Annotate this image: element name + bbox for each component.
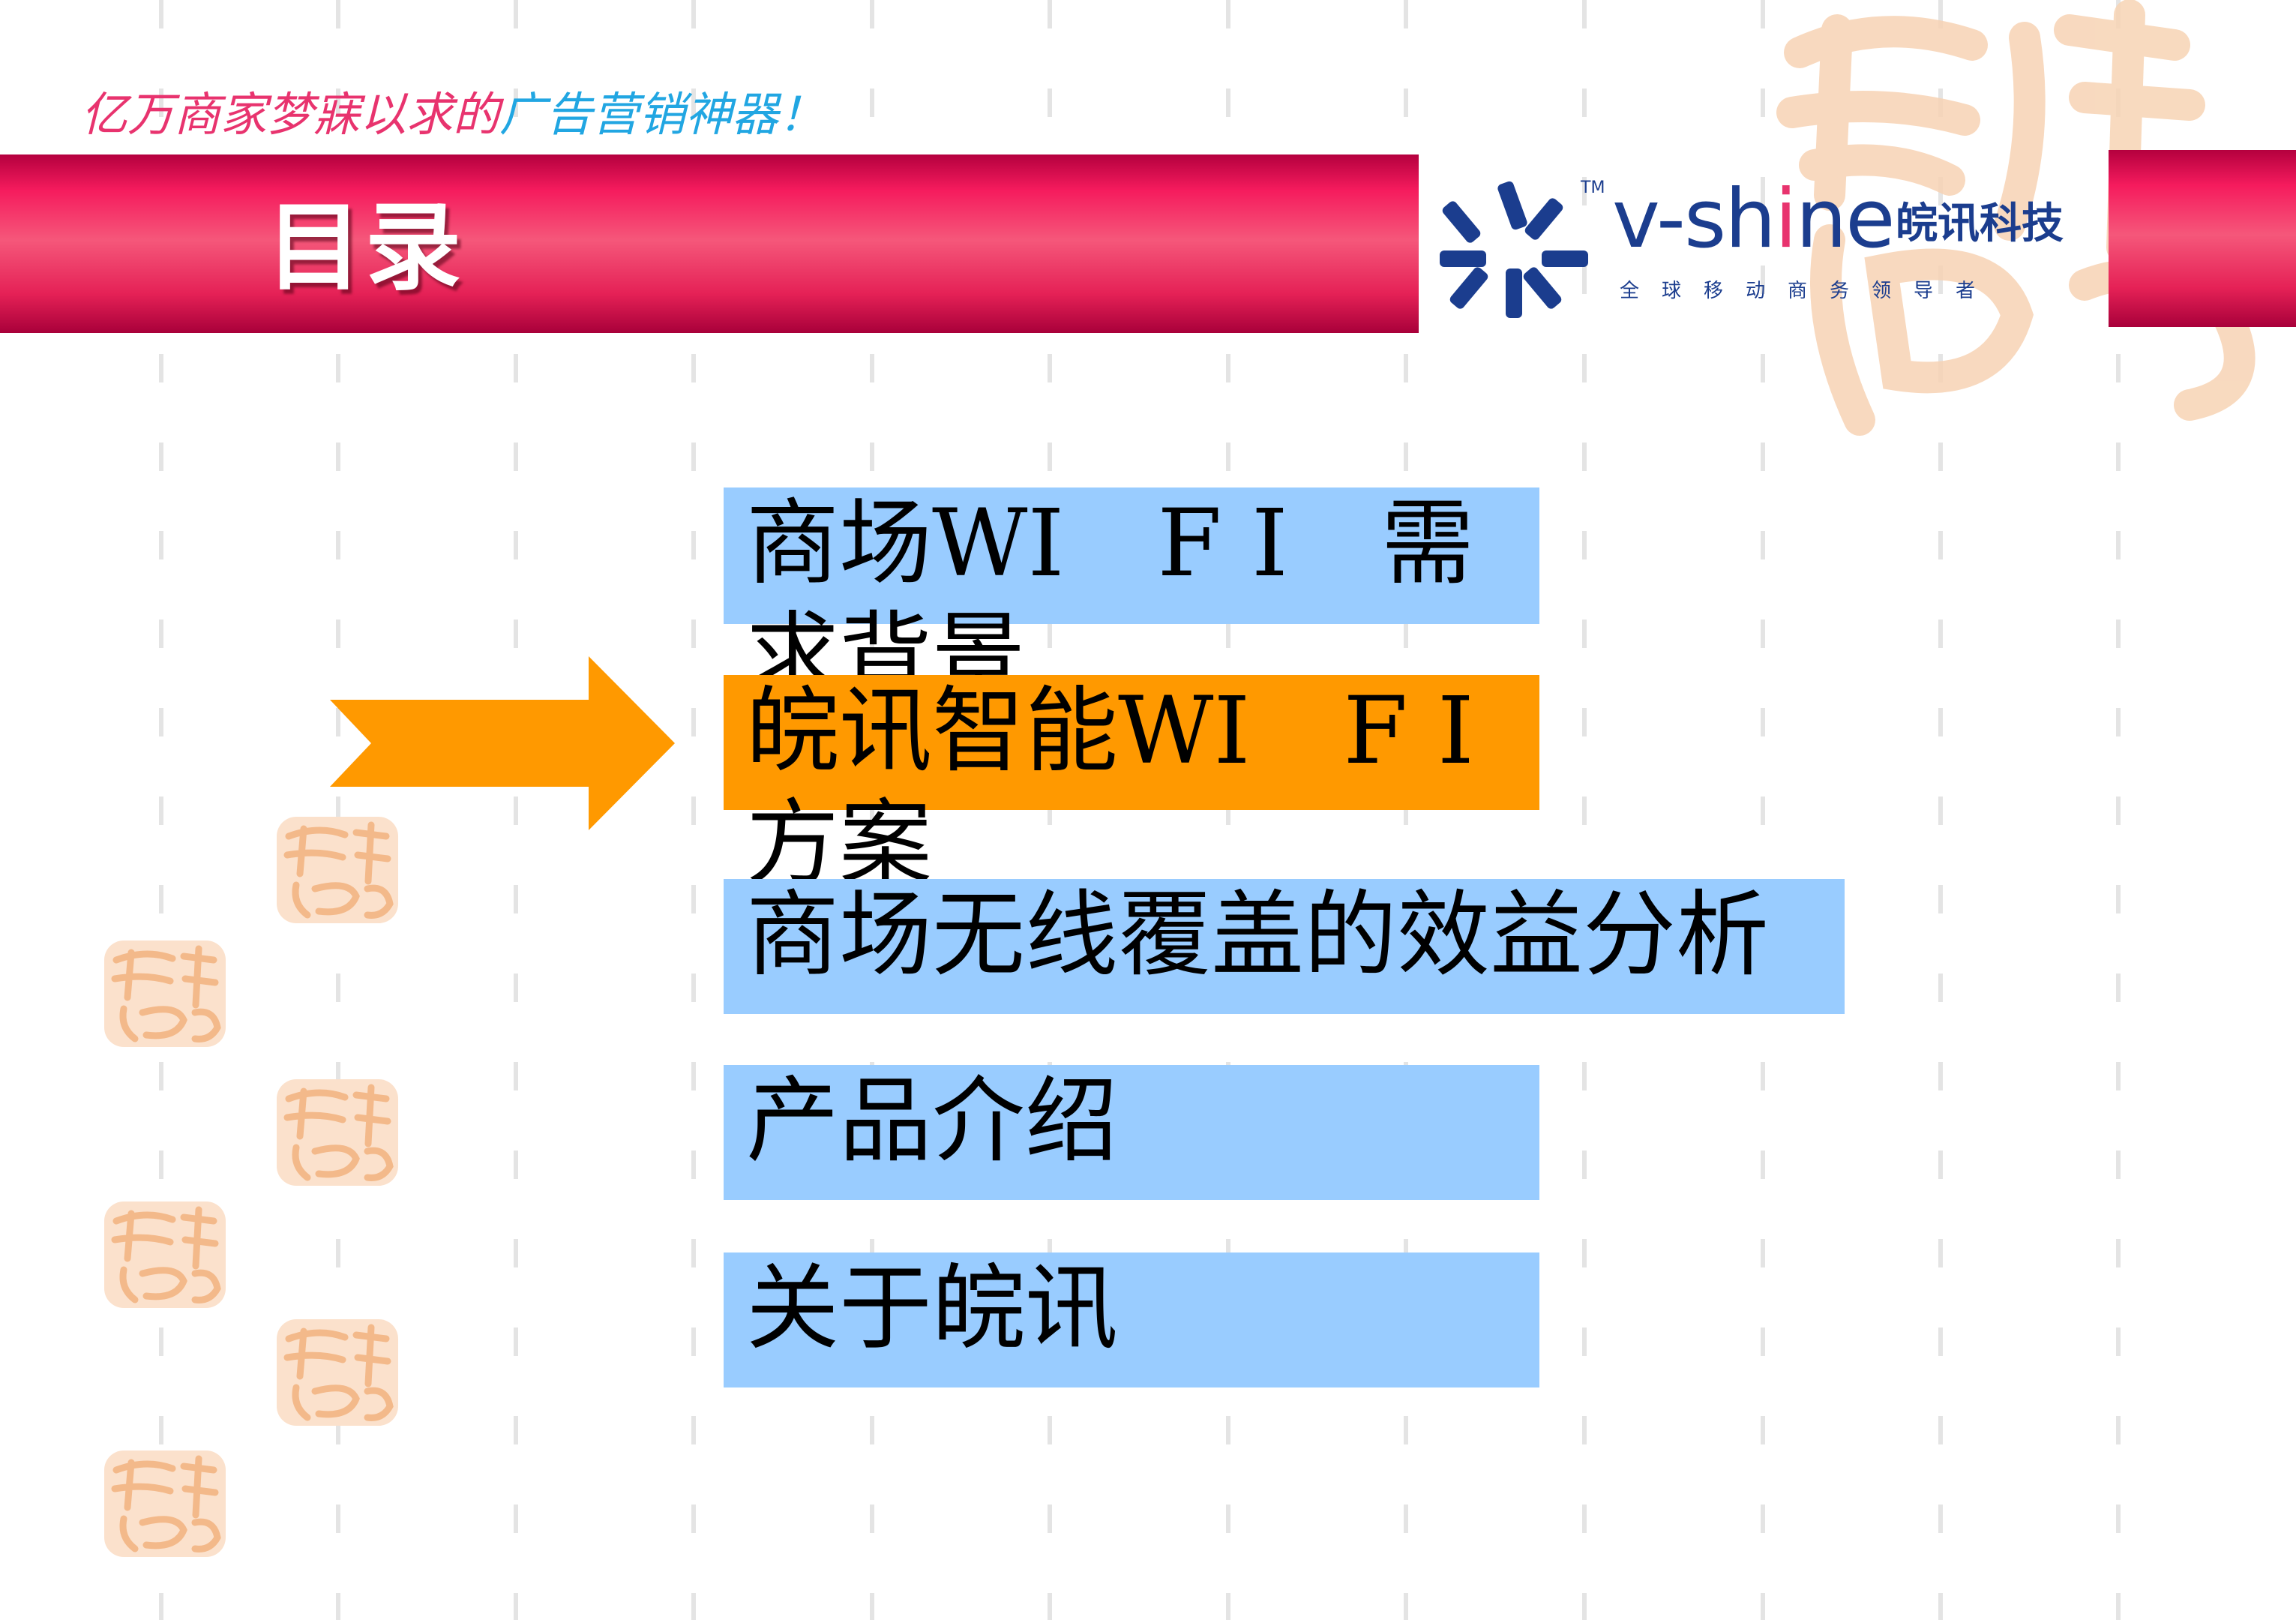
logo-word-accent: i xyxy=(1774,172,1797,266)
seal-watermark-icon xyxy=(1776,0,2256,436)
toc-item-solution[interactable]: 皖讯智能WI F I 方案 xyxy=(724,675,1567,898)
dash-column xyxy=(1404,0,1408,1620)
right-arrow-icon xyxy=(330,656,675,830)
v-shine-star-icon xyxy=(1440,181,1588,318)
logo-word-2: ne xyxy=(1795,172,1896,266)
toc-item-label: 商场无线覆盖的效益分析 xyxy=(746,881,1770,989)
toc-item-label: 皖讯智能WI F I 方案 xyxy=(746,677,1567,898)
dash-column xyxy=(159,0,163,1620)
trademark-label: TM xyxy=(1581,178,1605,197)
seal-stamp-icon xyxy=(277,1079,398,1186)
tagline: 亿万商家梦寐以求的广告营销神器！ xyxy=(81,81,825,148)
page-title: 目录 xyxy=(266,192,465,304)
dash-column xyxy=(1761,0,1765,1620)
logo-word-1: v-sh xyxy=(1612,172,1776,266)
seal-stamp-icon xyxy=(277,1319,398,1426)
seal-stamp-icon xyxy=(104,1202,226,1308)
tagline-part-1: 亿万商家梦寐以求的 xyxy=(81,87,500,142)
dash-column xyxy=(514,0,518,1620)
toc-item-benefit-analysis[interactable]: 商场无线覆盖的效益分析 xyxy=(724,879,1845,1014)
toc-item-label: 产品介绍 xyxy=(746,1067,1119,1175)
company-name: 皖讯科技 xyxy=(1896,200,2064,248)
toc-item-label: 关于皖讯 xyxy=(746,1255,1119,1363)
dash-column xyxy=(336,0,340,1620)
dash-column xyxy=(2116,0,2121,1620)
tagline-part-2: 广告营销神器！ xyxy=(499,87,826,142)
dash-column xyxy=(1938,0,1943,1620)
title-bar-right xyxy=(2109,150,2296,327)
seal-stamp-icon xyxy=(104,1450,226,1557)
title-bar xyxy=(0,154,1419,333)
seal-stamp-icon xyxy=(277,817,398,923)
logo-wordmark: v-shine xyxy=(1612,171,1896,268)
dash-column xyxy=(1582,0,1587,1620)
dash-column xyxy=(1048,0,1052,1620)
toc-item-about[interactable]: 关于皖讯 xyxy=(724,1252,1539,1388)
dash-column xyxy=(691,0,696,1620)
dash-column xyxy=(870,0,874,1620)
company-slogan: 全球移动商务领导者 xyxy=(1620,280,1998,302)
dash-column xyxy=(1226,0,1230,1620)
toc-item-products[interactable]: 产品介绍 xyxy=(724,1065,1539,1200)
toc-item-requirements[interactable]: 商场WI F I 需求背景 xyxy=(724,488,1539,710)
seal-stamp-icon xyxy=(104,940,226,1047)
